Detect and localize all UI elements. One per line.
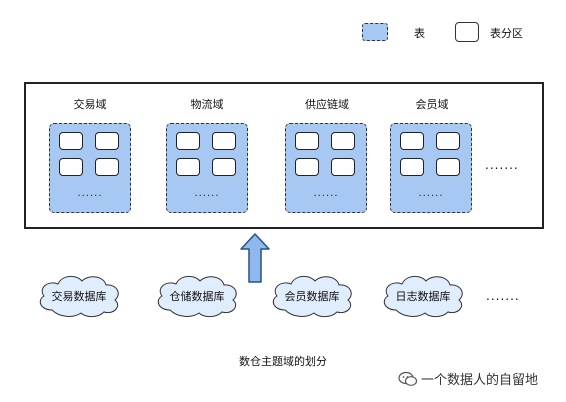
partition-box [436,132,460,150]
database-label: 交易数据库 [51,290,107,303]
partition-box [95,132,119,150]
partition-box [295,158,319,176]
legend-table-swatch [362,23,388,41]
partition-box [59,158,83,176]
domain-title: 会员域 [415,98,449,111]
database-cloud: 会员数据库 [265,270,359,320]
domain-title: 物流域 [190,98,224,111]
partition-box [436,158,460,176]
domain-more-ellipsis: ....... [485,158,519,172]
diagram-caption: 数仓主题域的划分 [239,355,327,368]
domain-table-box: ...... [49,123,131,213]
cloud-icon [272,276,352,318]
wechat-icon [398,371,418,386]
legend-table-label: 表 [414,27,425,40]
cloud-icon [383,276,463,318]
partition-box [176,158,200,176]
database-label: 仓储数据库 [169,290,225,303]
partition-box [295,132,319,150]
partition-box [176,132,200,150]
partition-box [400,132,424,150]
partition-box [59,132,83,150]
database-cloud: 日志数据库 [376,270,470,320]
partition-box [212,132,236,150]
up-arrow-icon [240,233,270,283]
partition-ellipsis: ...... [194,188,220,199]
database-label: 会员数据库 [284,290,340,303]
domain-title: 交易域 [73,98,107,111]
partition-box [400,158,424,176]
database-cloud: 交易数据库 [32,270,126,320]
partition-ellipsis: ...... [418,188,444,199]
domain-table-box: ...... [390,123,472,213]
database-cloud: 仓储数据库 [150,270,244,320]
database-more-ellipsis: ....... [486,289,520,303]
partition-box [331,132,355,150]
legend-partition-label: 表分区 [490,27,523,40]
domain-table-box: ...... [285,123,367,213]
domain-title: 供应链域 [305,98,349,111]
cloud-icon [157,276,237,318]
partition-box [95,158,119,176]
watermark-text: 一个数据人的自留地 [421,373,539,388]
partition-box [212,158,236,176]
partition-box [331,158,355,176]
partition-ellipsis: ...... [313,188,339,199]
cloud-icon [39,276,119,318]
legend-partition-swatch [455,22,479,42]
database-label: 日志数据库 [395,290,451,303]
partition-ellipsis: ...... [77,188,103,199]
domain-table-box: ...... [166,123,248,213]
